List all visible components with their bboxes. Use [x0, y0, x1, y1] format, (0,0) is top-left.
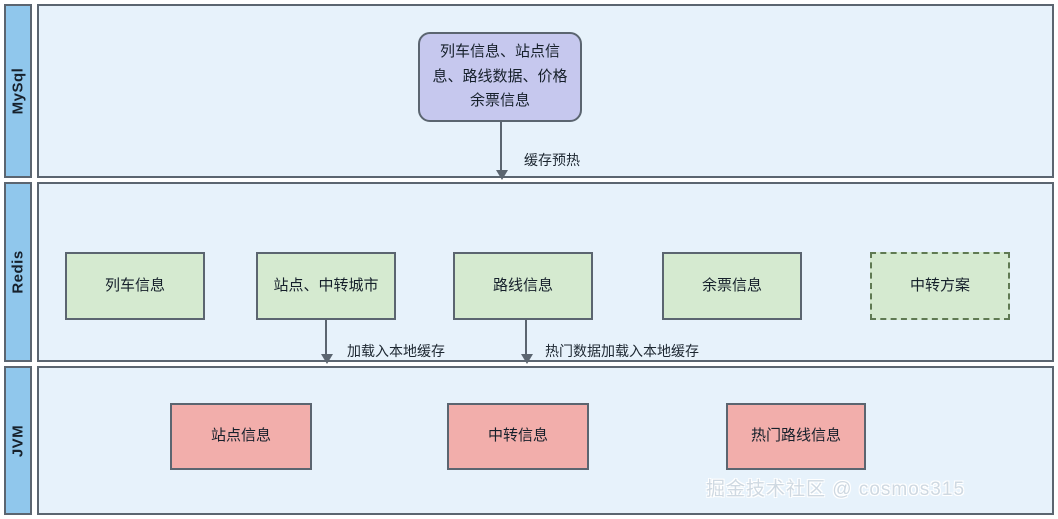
node-station-info[interactable]: 站点信息 [170, 403, 312, 470]
node-hot-route-info[interactable]: 热门路线信息 [726, 403, 866, 470]
swimlane-label-jvm: JVM [4, 366, 32, 515]
swimlane-label-mysql-text: MySql [9, 67, 27, 115]
swimlane-label-redis-text: Redis [9, 250, 27, 294]
swimlane-label-mysql: MySql [4, 4, 32, 178]
swimlane-label-redis: Redis [4, 182, 32, 362]
edge-label-cache-warmup: 缓存预热 [524, 152, 580, 168]
swimlane-label-jvm-text: JVM [9, 424, 27, 457]
node-transfer-info[interactable]: 中转信息 [447, 403, 589, 470]
node-remaining-ticket-info[interactable]: 余票信息 [662, 252, 802, 320]
node-route-info[interactable]: 路线信息 [453, 252, 593, 320]
node-train-info[interactable]: 列车信息 [65, 252, 205, 320]
node-transfer-plan[interactable]: 中转方案 [870, 252, 1010, 320]
edge-label-hot-data-load-local-cache: 热门数据加载入本地缓存 [545, 343, 699, 359]
edge-label-load-local-cache: 加载入本地缓存 [347, 343, 445, 359]
node-station-transfer-city[interactable]: 站点、中转城市 [256, 252, 396, 320]
node-mysql-data[interactable]: 列车信息、站点信息、路线数据、价格余票信息 [418, 32, 582, 122]
watermark: 掘金技术社区 @ cosmos315 [706, 479, 966, 500]
